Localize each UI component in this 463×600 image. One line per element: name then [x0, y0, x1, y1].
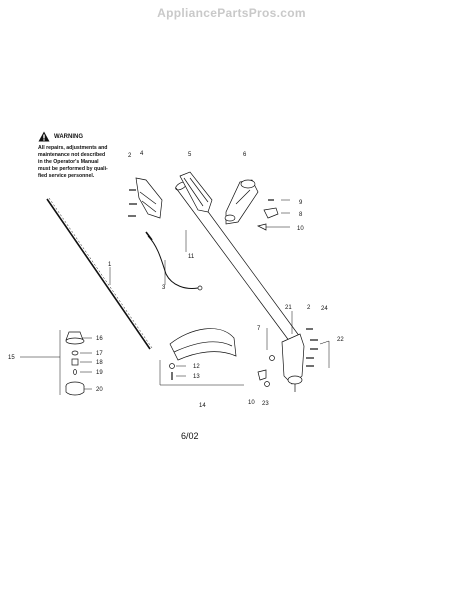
callout-12: 12: [193, 364, 200, 370]
warning-notice: WARNING All repairs, adjustments and mai…: [38, 131, 130, 180]
callout-labels: 1 2 3 4 5 6 7 8 9 10 11 12 13 14 15 16 1…: [8, 151, 344, 409]
trigger-assembly-part: [256, 199, 279, 231]
trimmer-head-part: [65, 331, 85, 396]
callout-16: 16: [96, 336, 103, 342]
callout-2: 2: [128, 153, 132, 159]
warning-triangle-icon: [38, 131, 50, 142]
callout-20: 20: [96, 387, 103, 393]
callout-2b: 2: [307, 305, 311, 311]
deflector-shield-part: [169, 328, 237, 380]
callout-4: 4: [140, 151, 144, 157]
callout-14: 14: [199, 403, 206, 409]
callout-5: 5: [188, 152, 192, 158]
handle-part: [224, 179, 259, 225]
callout-1: 1: [108, 262, 112, 268]
callout-10b: 10: [248, 400, 255, 406]
site-watermark: AppliancePartsPros.com: [157, 6, 306, 20]
callout-22: 22: [337, 337, 344, 343]
callout-24: 24: [321, 306, 328, 312]
warning-text: All repairs, adjustments and maintenance…: [38, 145, 108, 179]
callout-8: 8: [299, 212, 303, 218]
callout-7: 7: [257, 326, 261, 332]
callout-6: 6: [243, 152, 247, 158]
gear-head-part: [257, 328, 318, 392]
warning-title: WARNING: [54, 133, 83, 140]
handle-bracket-part: [128, 177, 163, 219]
throttle-cable-part: [145, 231, 203, 291]
callout-15: 15: [8, 355, 15, 361]
callout-9: 9: [299, 200, 303, 206]
throttle-housing-part: [179, 171, 213, 213]
callout-13: 13: [193, 374, 200, 380]
callout-21: 21: [285, 305, 292, 311]
warning-header: WARNING: [38, 131, 130, 142]
callout-18: 18: [96, 360, 103, 366]
callout-17: 17: [96, 351, 103, 357]
drive-shaft-part: [46, 197, 153, 350]
leader-lines: [20, 199, 330, 395]
callout-23: 23: [262, 401, 269, 407]
callout-10: 10: [297, 226, 304, 232]
callout-3: 3: [162, 285, 166, 291]
revision-date: 6/02: [181, 431, 199, 441]
callout-19: 19: [96, 370, 103, 376]
callout-11: 11: [188, 254, 195, 260]
